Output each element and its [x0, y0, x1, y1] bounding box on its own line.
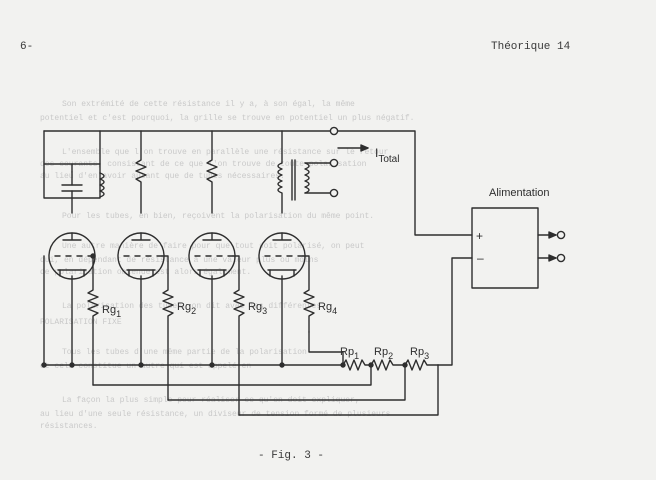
bleed-text-line: au lieu d'une seule résistance, un divis… — [40, 410, 391, 419]
bias-divider-rp — [342, 359, 439, 371]
current-arrowhead — [360, 144, 369, 152]
lc-tank-circuit — [43, 130, 105, 214]
bleed-text-line: Son extrémité de cette résistance il y a… — [62, 100, 355, 109]
label-rp3: Rp3 — [410, 346, 429, 361]
bleed-text-line: L'ensemble que l'on trouve en parallèle … — [62, 148, 389, 157]
top-rail-terminal — [329, 126, 339, 136]
label-alimentation: Alimentation — [489, 187, 550, 199]
power-supply-box — [471, 207, 539, 289]
bleed-text-line: Une autre manière de faire pour que tout… — [62, 242, 365, 251]
grid-resistor-rg2 — [161, 255, 174, 401]
tap-rg1 — [92, 364, 372, 386]
supply-positive-lead — [337, 130, 473, 236]
grid-resistor-rg3 — [232, 255, 245, 416]
plate-resistor-3 — [206, 130, 218, 214]
bleed-text-line: POLARISATION FIXE — [40, 318, 122, 327]
label-rg1: Rg1 — [102, 304, 121, 319]
label-rg3: Rg3 — [248, 301, 267, 316]
grid-resistor-rg1 — [87, 255, 99, 386]
label-rp2: Rp2 — [374, 346, 393, 361]
cathode-wires — [71, 275, 283, 366]
bleed-text-line: résistances. — [40, 422, 98, 431]
bleed-text-line: qui, en dépendant de résistance à une va… — [40, 256, 319, 265]
bleed-text-line: La polarisation des tubes, on dit avec l… — [62, 302, 322, 311]
tap-rg3 — [238, 364, 439, 416]
label-plus: + — [476, 229, 483, 243]
bleed-text-line: des courants, consistant de ce que l'on … — [40, 160, 367, 169]
label-minus: – — [477, 251, 484, 265]
label-rp1: Rp1 — [340, 346, 359, 361]
label-rg4: Rg4 — [318, 301, 337, 316]
vacuum-tube-2 — [117, 232, 165, 280]
label-rg2: Rg2 — [177, 301, 196, 316]
vacuum-tube-3 — [188, 232, 236, 280]
bleed-text-line: au lieu d'en avoir autant que de tubes n… — [40, 172, 285, 181]
label-i-total: ITotal — [375, 146, 399, 165]
bleed-text-line: Pour les tubes, en bien, reçoivent la po… — [62, 212, 375, 221]
tap-rg2 — [167, 364, 406, 401]
bleed-text-line: et cela constitue un autre qui est appel… — [40, 362, 252, 371]
rg4-return — [308, 331, 344, 366]
vacuum-tube-4 — [258, 232, 306, 280]
bleed-text-line: potentiel et c'est pourquoi, la grille s… — [40, 114, 415, 123]
page-number: 6- — [20, 41, 34, 53]
figure-caption: - Fig. 3 - — [258, 450, 325, 462]
output-transformer — [277, 130, 339, 214]
bleed-text-line: de polarisation obtenue est alors égalem… — [40, 268, 252, 277]
inductor-coil — [99, 172, 105, 198]
bleed-text-line: Tous les tubes d'une même partie de la p… — [62, 348, 307, 357]
capacitor-symbol — [61, 184, 83, 192]
grid-resistor-rg4 — [302, 255, 315, 333]
supply-negative-lead — [437, 257, 473, 366]
section-title: Théorique 14 — [491, 41, 571, 53]
vacuum-tube-1 — [48, 232, 96, 280]
plate-resistor-2 — [135, 130, 147, 214]
